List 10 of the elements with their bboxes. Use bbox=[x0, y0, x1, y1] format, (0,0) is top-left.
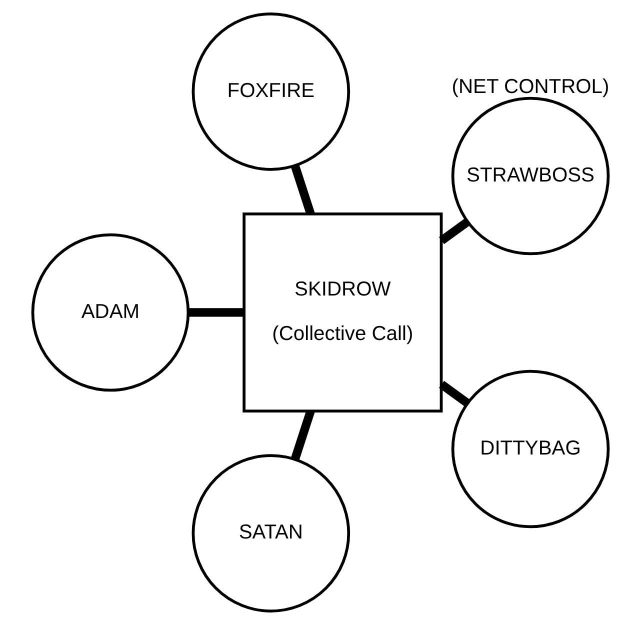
node-circle: STRAWBOSS bbox=[451, 96, 610, 256]
node-circle: SATAN bbox=[192, 454, 350, 612]
connector bbox=[290, 164, 315, 216]
node-circle: DITTYBAG bbox=[451, 370, 610, 528]
node-box: SKIDROW (Collective Call) bbox=[242, 212, 443, 413]
node-label: (NET CONTROL) bbox=[452, 76, 610, 98]
connector bbox=[188, 308, 244, 317]
connector bbox=[290, 410, 315, 460]
node-circle: ADAM bbox=[31, 233, 190, 392]
node-circle: FOXFIRE bbox=[192, 12, 350, 171]
